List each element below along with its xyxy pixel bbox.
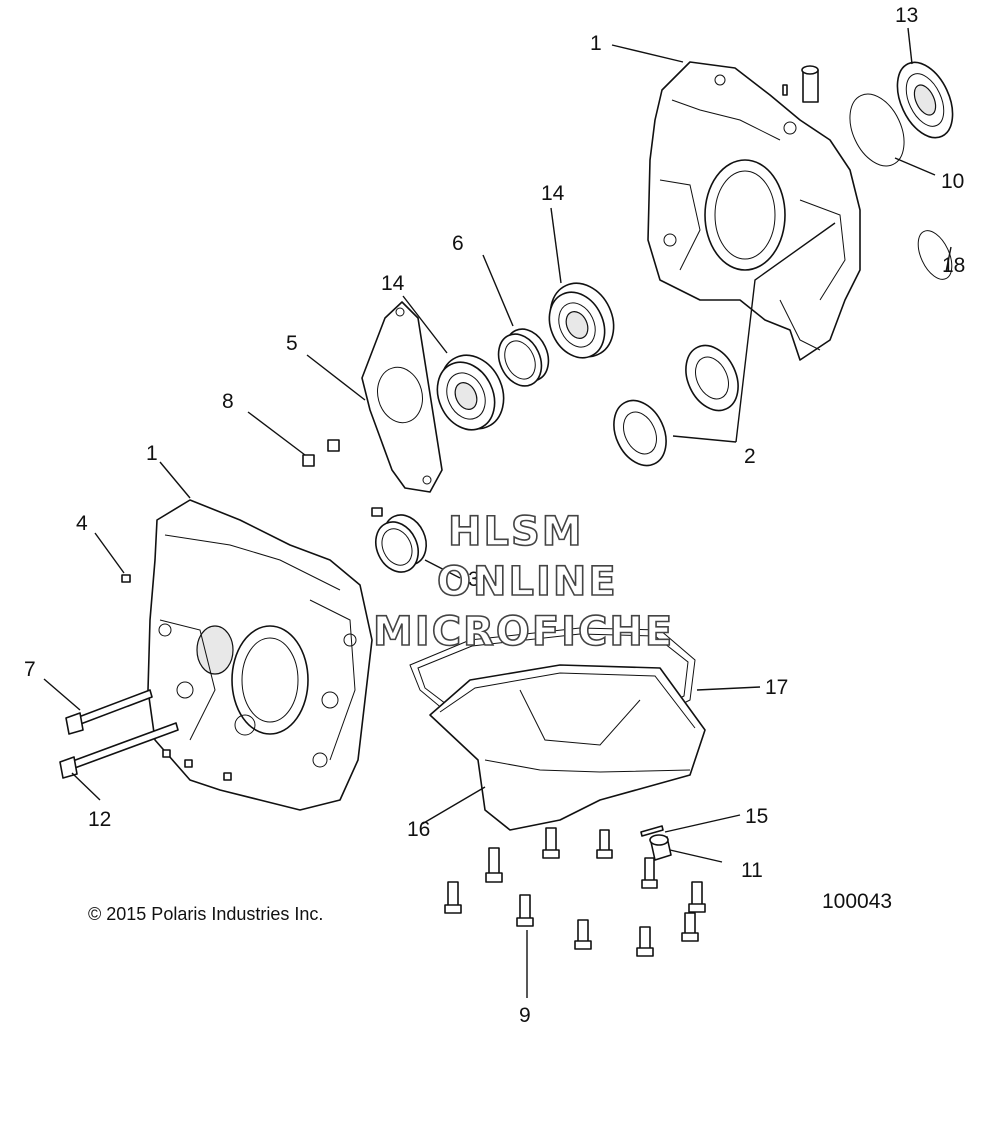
snap-ring-small — [917, 230, 953, 280]
spring-pin — [640, 825, 664, 837]
callout-7: 7 — [24, 658, 36, 681]
callout-11: 11 — [741, 859, 763, 882]
snap-ring-large — [849, 93, 905, 167]
plate-screws — [302, 439, 340, 467]
sleeve — [375, 514, 427, 573]
oil-pan-bolts — [444, 827, 706, 957]
callout-15: 15 — [745, 805, 768, 828]
callout-14-left: 14 — [381, 272, 405, 295]
callout-2: 2 — [744, 445, 756, 468]
callout-10: 10 — [941, 170, 964, 193]
callout-6: 6 — [452, 232, 464, 255]
ball-bearing-right — [548, 282, 615, 359]
crankcase-right-half — [647, 61, 861, 361]
watermark-line-2: ONLINE — [437, 559, 618, 605]
oil-pan — [429, 664, 706, 831]
callout-16: 16 — [407, 818, 430, 841]
figure-number: 100043 — [822, 890, 892, 913]
bolt-medium — [65, 689, 153, 735]
callout-12: 12 — [88, 808, 111, 831]
callout-9: 9 — [519, 1004, 531, 1027]
callout-8: 8 — [222, 390, 234, 413]
callout-4: 4 — [76, 512, 88, 535]
callout-14-right: 14 — [541, 182, 565, 205]
callout-18: 18 — [942, 254, 965, 277]
dowel-pins-small — [121, 507, 383, 781]
callout-3: 3 — [468, 568, 480, 591]
watermark-line-3: MICROFICHE — [373, 609, 674, 655]
callout-1-upper: 1 — [590, 32, 602, 55]
oil-seal — [896, 61, 954, 139]
drain-plug — [649, 834, 672, 861]
callout-17: 17 — [765, 676, 788, 699]
crankcase-left-half — [147, 499, 373, 811]
callout-labels: 13 1 10 14 6 14 5 18 8 2 1 4 3 7 17 12 1… — [24, 4, 965, 1027]
callout-5: 5 — [286, 332, 298, 355]
copyright-notice: © 2015 Polaris Industries Inc. — [88, 904, 323, 924]
leader-lines — [43, 27, 952, 998]
watermark: HLSM ONLINE MICROFICHE — [372, 508, 674, 656]
watermark-line-1: HLSM — [448, 509, 584, 555]
callout-13: 13 — [895, 4, 918, 27]
dowel-pin — [782, 65, 819, 103]
bolt-long — [59, 722, 179, 779]
ball-bearing-pair — [613, 344, 739, 467]
bushing — [497, 328, 550, 387]
callout-1-lower: 1 — [146, 442, 158, 465]
bearing-retainer-plate — [361, 301, 443, 493]
ball-bearing-left — [436, 354, 505, 431]
